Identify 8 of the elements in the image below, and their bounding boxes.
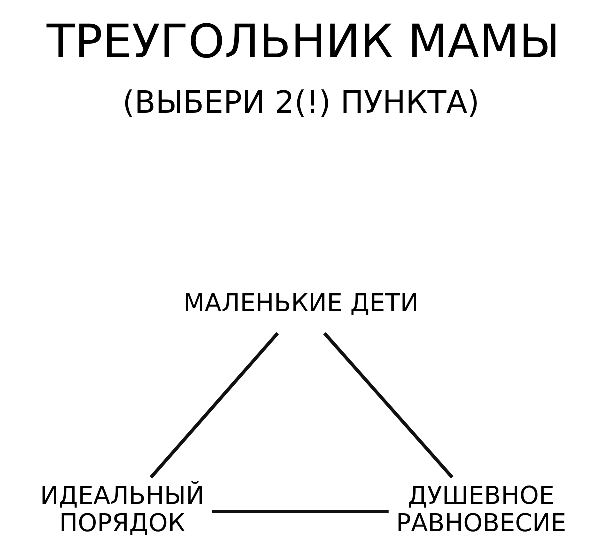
diagram-title: ТРЕУГОЛЬНИК МАМЫ: [46, 14, 560, 68]
node-text: МАЛЕНЬКИЕ ДЕТИ: [184, 288, 419, 318]
node-text: ИДЕАЛЬНЫЙ ПОРЯДОК: [40, 480, 205, 538]
label: (ВЫБЕРИ 2(!) ПУНКТА): [122, 84, 480, 121]
connector: [323, 332, 454, 479]
connector: [212, 510, 389, 514]
connector: [150, 332, 280, 479]
node-text: ДУШЕВНОЕ РАВНОВЕСИЕ: [396, 480, 566, 538]
